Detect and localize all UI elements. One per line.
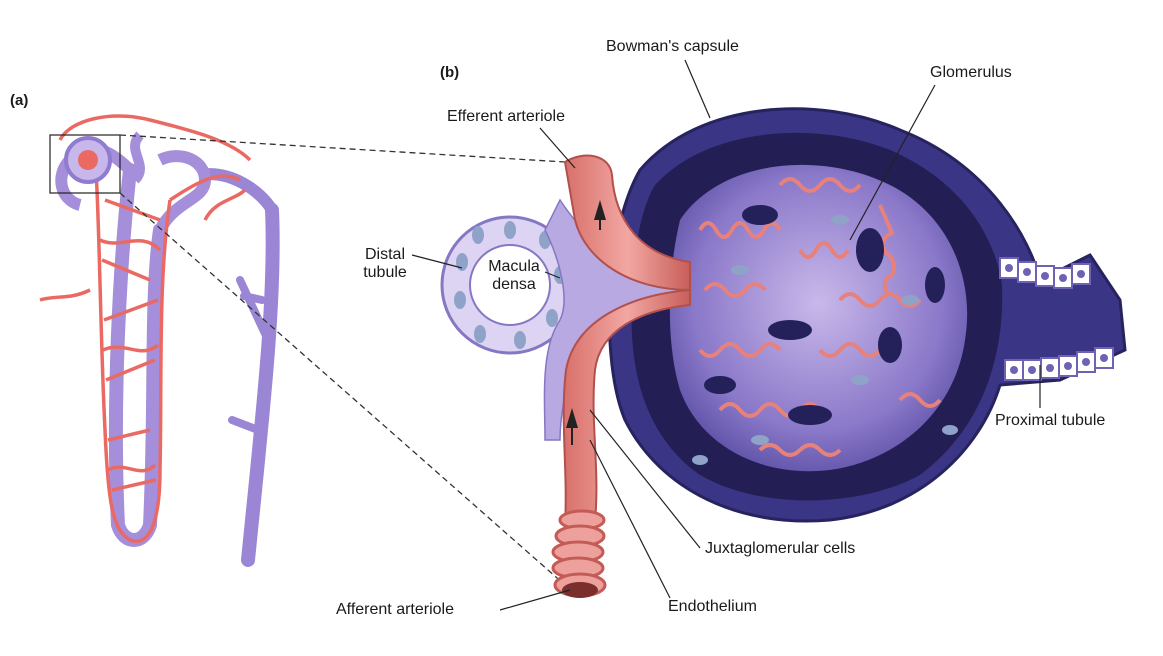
label-proximal-tubule: Proximal tubule xyxy=(995,412,1105,430)
label-macula-densa: Macula densa xyxy=(482,258,546,295)
label-glomerulus: Glomerulus xyxy=(930,64,1012,82)
label-afferent-arteriole: Afferent arteriole xyxy=(336,601,454,619)
label-macula-densa-line1: Macula xyxy=(482,258,546,276)
label-efferent-arteriole: Efferent arteriole xyxy=(447,108,565,126)
label-distal-tubule: Distal tubule xyxy=(355,246,415,283)
panel-label-a: (a) xyxy=(10,92,28,109)
label-distal-tubule-line1: Distal xyxy=(355,246,415,264)
panel-b-corpuscle xyxy=(442,109,1125,598)
blank-patch xyxy=(85,0,395,95)
panel-a-nephron xyxy=(40,116,565,585)
label-endothelium: Endothelium xyxy=(668,598,757,616)
panel-label-b: (b) xyxy=(440,64,459,81)
label-distal-tubule-line2: tubule xyxy=(355,264,415,282)
collecting-duct xyxy=(248,210,273,560)
label-macula-densa-line2: densa xyxy=(482,276,546,294)
label-bowmans-capsule: Bowman's capsule xyxy=(606,38,739,56)
label-juxtaglomerular-cells: Juxtaglomerular cells xyxy=(705,540,855,558)
